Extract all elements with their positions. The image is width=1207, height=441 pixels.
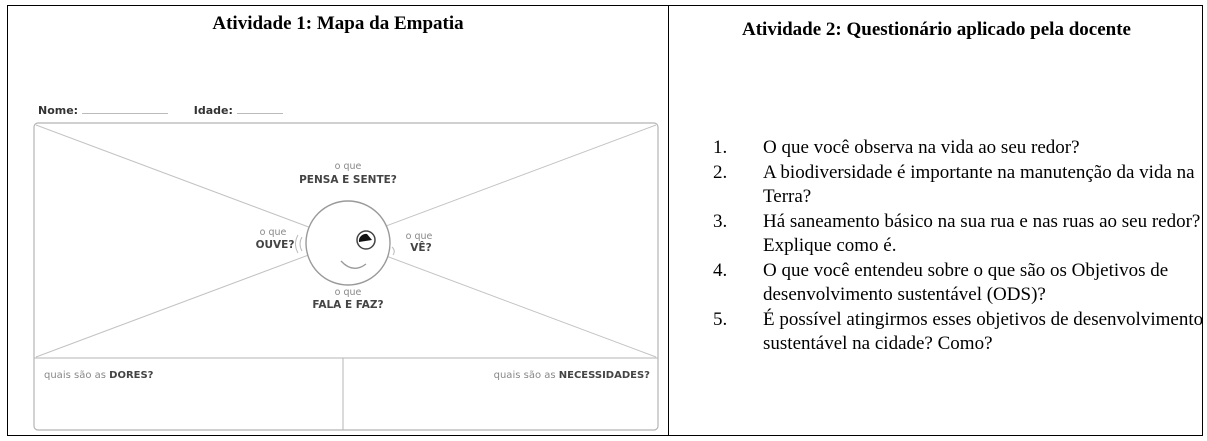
activity-1-cell: Atividade 1: Mapa da Empatia Nome: Idade… <box>8 6 668 435</box>
needs-keyword: NECESSIDADES? <box>559 370 650 381</box>
question-number: 5. <box>713 308 728 330</box>
question-number: 4. <box>713 259 728 281</box>
question-number: 1. <box>713 137 728 158</box>
head-icon <box>295 200 395 286</box>
question-item: 1. O que você observa na vida ao seu redo… <box>713 136 1207 161</box>
question-text: Há saneamento básico na sua rua e nas ru… <box>763 210 1201 257</box>
name-blank-line <box>82 104 169 114</box>
say-do-prefix: o que <box>335 287 362 298</box>
activity-1-title: Atividade 1: Mapa da Empatia <box>212 13 464 34</box>
empathy-map-frame <box>33 122 659 431</box>
question-text: O que você entendeu sobre o que são os O… <box>763 259 1169 306</box>
question-text: A biodiversidade é importante na manuten… <box>763 161 1195 208</box>
pains-prefix: quais são as <box>44 370 109 381</box>
needs-prefix: quais são as <box>494 370 559 381</box>
question-text: É possível atingirmos esses objetivos de… <box>763 308 1204 355</box>
think-feel-prefix: o que <box>335 161 362 172</box>
say-do-label: FALA E FAZ? <box>312 299 383 311</box>
question-number: 2. <box>713 161 728 183</box>
question-item: 5. É possível atingirmos esses objetivos … <box>713 308 1207 357</box>
activity-2-title: Atividade 2: Questionário aplicado pela … <box>742 19 1131 40</box>
think-feel-label: PENSA E SENTE? <box>299 174 397 186</box>
question-item: 4. O que você entendeu sobre o que são os… <box>713 259 1207 308</box>
question-item: 3. Há saneamento básico na sua rua e nas … <box>713 210 1207 259</box>
see-label: VÊ? <box>410 241 431 254</box>
age-label: Idade: <box>193 104 233 117</box>
question-text: O que você observa na vida ao seu redor? <box>763 137 1080 158</box>
activity-2-cell: Atividade 2: Questionário aplicado pela … <box>669 6 1204 435</box>
needs-label: quais são as NECESSIDADES? <box>494 370 651 381</box>
pains-keyword: DORES? <box>109 370 154 381</box>
name-age-form: Nome: Idade: <box>38 104 287 117</box>
see-prefix: o que <box>406 231 433 242</box>
question-number: 3. <box>713 210 728 232</box>
hear-label: OUVE? <box>256 239 295 251</box>
empathy-map: o que PENSA E SENTE? o que OUVE? o que V… <box>33 122 659 431</box>
pains-label: quais são as DORES? <box>44 370 154 381</box>
question-item: 2. A biodiversidade é importante na manut… <box>713 161 1207 210</box>
hear-prefix: o que <box>260 227 287 238</box>
activity-table: Atividade 1: Mapa da Empatia Nome: Idade… <box>7 5 1203 436</box>
name-label: Nome: <box>38 104 79 117</box>
column-divider <box>668 6 669 435</box>
age-blank-line <box>236 104 283 114</box>
question-list: 1. O que você observa na vida ao seu redo… <box>713 136 1207 357</box>
